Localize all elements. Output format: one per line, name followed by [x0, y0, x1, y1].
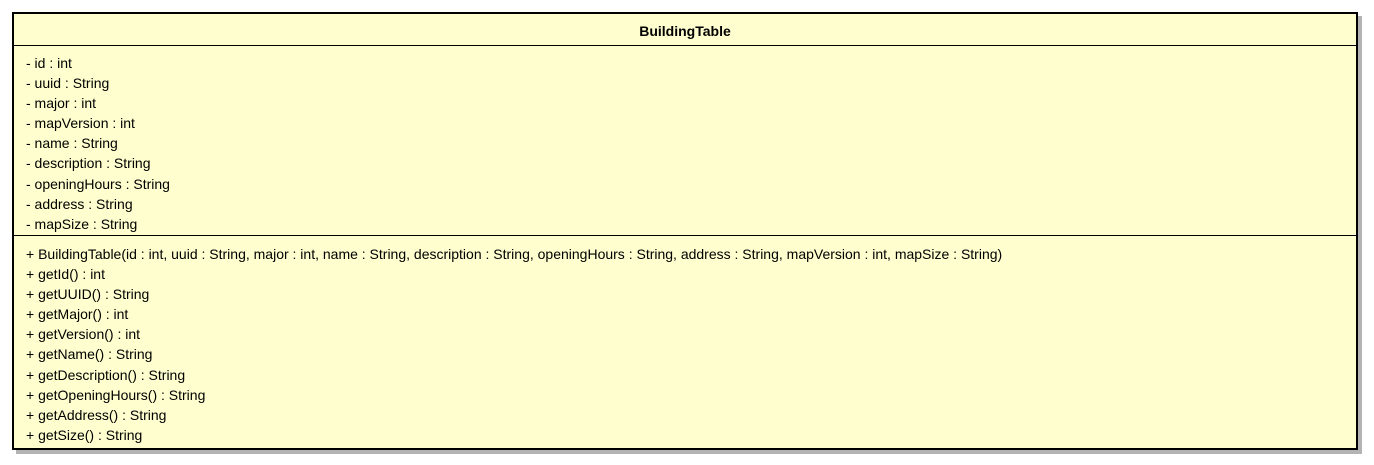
operations-compartment: + BuildingTable(id : int, uuid : String,…: [14, 236, 1356, 445]
operation-item: + getName() : String: [26, 346, 153, 363]
uml-class-box: BuildingTable - id : int - uuid : String…: [12, 12, 1358, 450]
operation-item: + getId() : int: [26, 266, 105, 283]
operation-item: + BuildingTable(id : int, uuid : String,…: [26, 246, 1003, 262]
attribute-item: - openingHours : String: [26, 175, 170, 192]
class-header: BuildingTable: [14, 14, 1356, 46]
operation-item: + getMajor() : int: [26, 306, 129, 323]
operation-item: + getOpeningHours() : String: [26, 386, 206, 403]
operation-item: + getDescription() : String: [26, 366, 186, 383]
attributes-compartment: - id : int - uuid : String - major : int…: [14, 46, 1356, 236]
operation-item: + getAddress() : String: [26, 406, 167, 423]
attribute-item: - mapVersion : int: [26, 115, 135, 132]
attribute-item: - major : int: [26, 95, 97, 112]
attribute-item: - uuid : String: [26, 75, 110, 92]
class-name: BuildingTable: [639, 22, 731, 39]
attribute-item: - id : int: [26, 55, 72, 71]
attribute-item: - mapSize : String: [26, 215, 138, 232]
operation-item: + getVersion() : int: [26, 326, 141, 343]
attribute-item: - address : String: [26, 195, 133, 212]
operation-item: + getUUID() : String: [26, 286, 150, 303]
attribute-item: - description : String: [26, 155, 151, 172]
attribute-item: - name : String: [26, 135, 118, 152]
operation-item: + getSize() : String: [26, 426, 143, 443]
